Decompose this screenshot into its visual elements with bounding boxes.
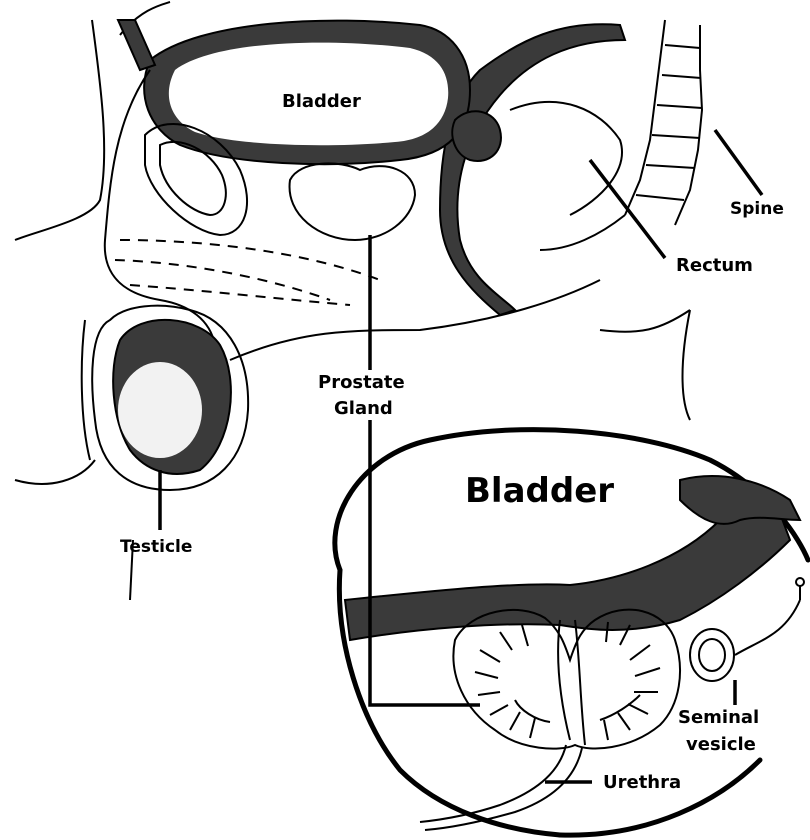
- label-seminal-line2: vesicle: [686, 734, 756, 755]
- label-prostate-line2: Gland: [334, 398, 393, 419]
- label-bladder-top: Bladder: [282, 91, 361, 112]
- inset-urethra: [420, 745, 582, 830]
- label-urethra: Urethra: [603, 772, 681, 793]
- label-rectum: Rectum: [676, 255, 753, 276]
- spine-vertebrae: [625, 20, 702, 225]
- testicle: [82, 306, 248, 490]
- prostate-small: [290, 163, 415, 240]
- inset-prostate: [453, 610, 680, 749]
- label-spine: Spine: [730, 199, 784, 219]
- label-seminal-line1: Seminal: [678, 707, 759, 728]
- label-prostate-line1: Prostate: [318, 372, 405, 393]
- label-bladder-inset: Bladder: [465, 471, 614, 511]
- label-testicle: Testicle: [120, 537, 192, 557]
